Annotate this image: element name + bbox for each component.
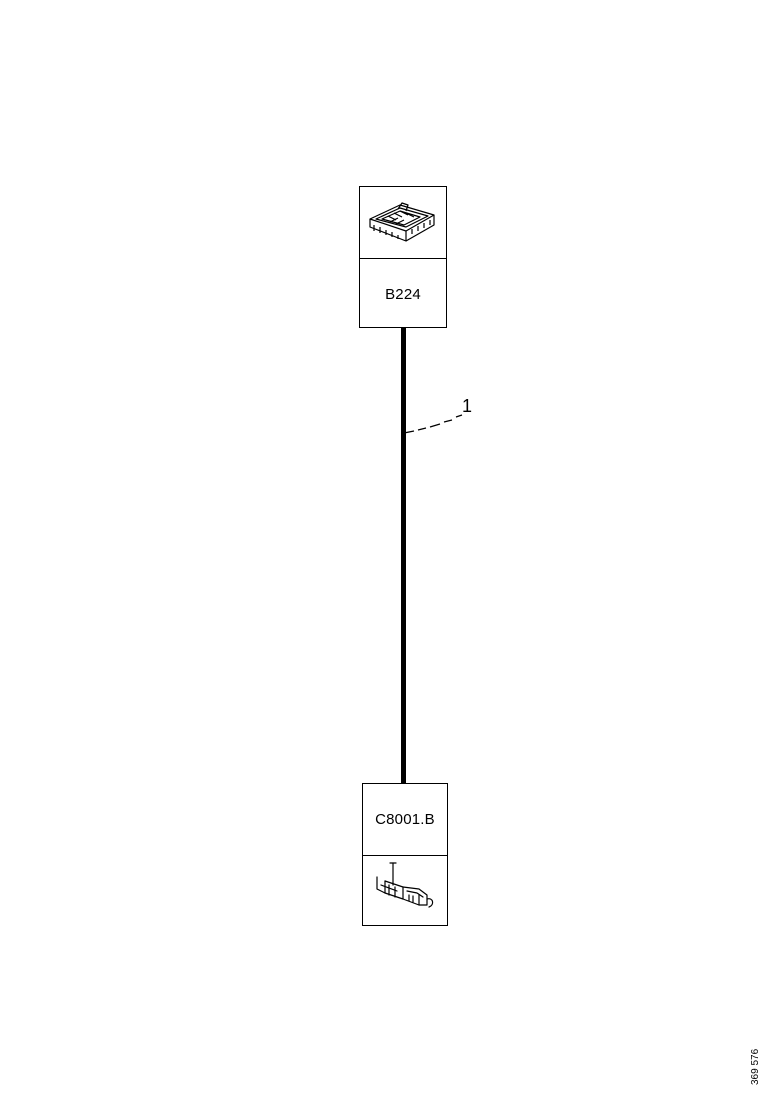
wire-callout-number: 1: [462, 396, 473, 416]
wire: [401, 328, 406, 783]
drawing-code: 369 576: [750, 1048, 761, 1085]
connector-top-label: B224: [385, 285, 421, 303]
terminal-fork-icon: [363, 855, 447, 927]
connector-bottom-label: C8001.B: [363, 784, 447, 856]
connector-bottom: C8001.B: [362, 783, 448, 926]
callout-leader: [403, 414, 463, 434]
connector-housing-icon: [360, 187, 446, 259]
connector-top: B224: [359, 186, 447, 328]
